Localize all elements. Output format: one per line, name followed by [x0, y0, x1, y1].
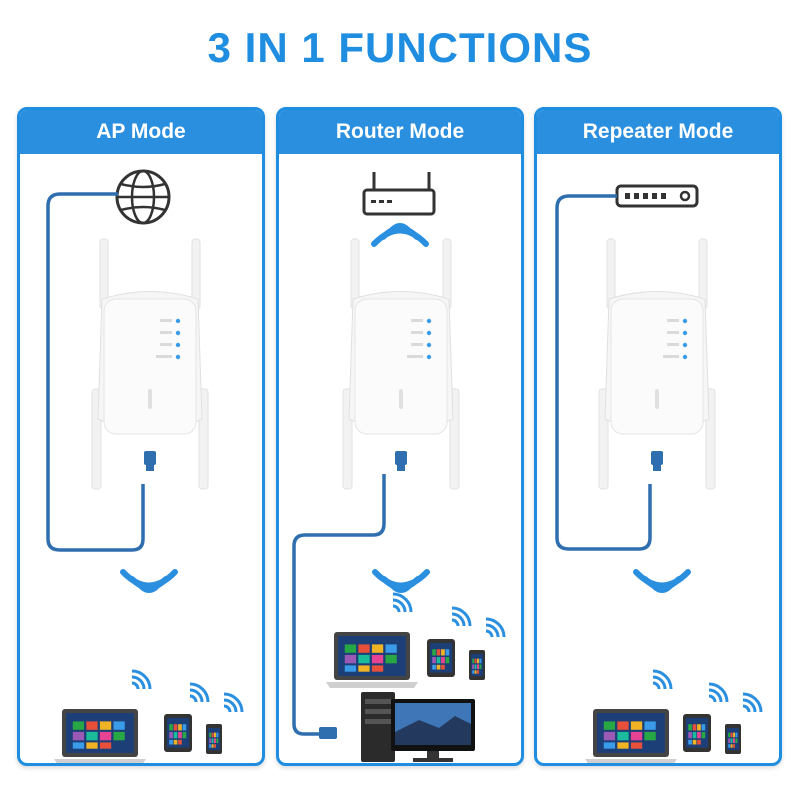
laptop-icon	[326, 632, 418, 688]
extender-device	[91, 238, 209, 490]
phone-icon	[206, 724, 222, 754]
panel-header-router-mode: Router Mode	[279, 110, 521, 154]
modem-icon	[615, 184, 699, 208]
desktop-computer-icon	[361, 692, 475, 762]
router-mode-illustration	[292, 172, 506, 762]
wifi-signal-icon	[636, 572, 688, 590]
wifi-small-icon	[130, 669, 152, 691]
ap-mode-illustration	[46, 169, 244, 763]
phone-icon	[725, 724, 741, 754]
panel-repeater-mode: Repeater Mode	[534, 107, 782, 766]
wifi-small-icon	[222, 692, 244, 714]
wifi-signal-icon	[123, 572, 175, 590]
tablet-icon	[427, 639, 455, 677]
panel-header-repeater-mode: Repeater Mode	[537, 110, 779, 154]
wifi-small-icon	[741, 692, 763, 714]
wifi-small-icon	[484, 617, 506, 639]
panel-router-mode: Router Mode	[276, 107, 524, 766]
globe-icon	[115, 169, 171, 225]
panel-header-ap-mode: AP Mode	[20, 110, 262, 154]
router-icon	[362, 172, 436, 216]
wifi-small-icon	[391, 592, 413, 614]
ethernet-plug-icon	[319, 727, 337, 739]
tablet-icon	[164, 714, 192, 752]
laptop-icon	[585, 709, 677, 763]
tablet-icon	[683, 714, 711, 752]
ethernet-cable	[292, 474, 386, 736]
ethernet-cable	[46, 192, 145, 552]
ethernet-cable	[555, 194, 652, 551]
wifi-signal-icon	[375, 572, 427, 590]
laptop-icon	[54, 709, 146, 763]
wifi-small-icon	[188, 682, 210, 704]
wifi-small-icon	[707, 682, 729, 704]
wifi-signal-icon	[374, 226, 426, 244]
panel-ap-mode: AP Mode	[17, 107, 265, 766]
wifi-small-icon	[450, 606, 472, 628]
extender-device	[598, 238, 716, 490]
wifi-small-icon	[651, 669, 673, 691]
repeater-mode-illustration	[555, 184, 763, 763]
phone-icon	[469, 650, 485, 680]
page-title: 3 IN 1 FUNCTIONS	[207, 24, 593, 71]
extender-device	[342, 238, 460, 490]
